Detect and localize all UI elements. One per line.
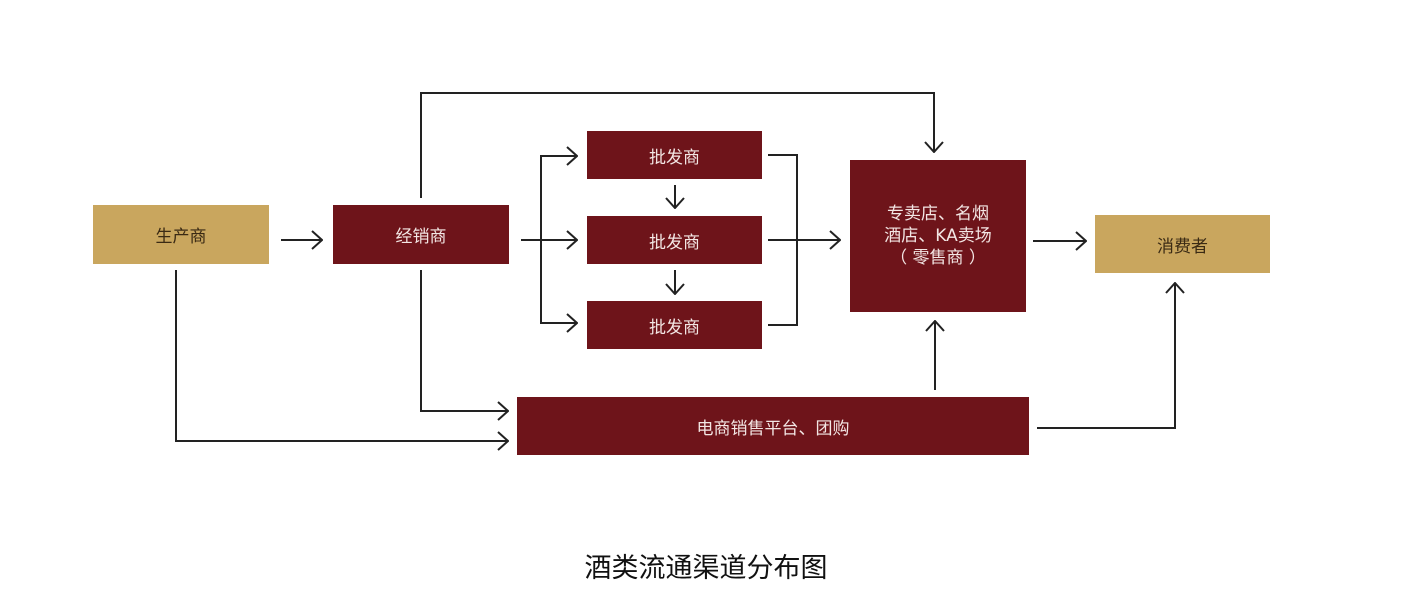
node-retailer: 专卖店、名烟 酒店、KA卖场 （ 零售商 ） [850,160,1026,312]
node-retailer-line-1: 专卖店、名烟 [886,204,989,224]
node-wholesaler-3-label: 批发商 [649,317,700,338]
node-retailer-text: 专卖店、名烟 酒店、KA卖场 （ 零售商 ） [884,203,991,269]
node-wholesaler-1: 批发商 [587,131,762,179]
diagram-caption: 酒类流通渠道分布图 [584,553,828,584]
node-producer: 生产商 [93,205,269,264]
edge-distributor-retailer [420,92,934,198]
node-wholesaler-2-label: 批发商 [649,232,700,253]
edge-wholesaler-3-retailer [768,240,798,326]
edge-ecommerce-consumer [1037,283,1175,429]
node-wholesaler-1-label: 批发商 [649,147,700,168]
node-consumer: 消费者 [1095,215,1270,273]
node-retailer-line-2: 酒店、KA卖场 [884,226,992,246]
edge-distributor-ecommerce [420,270,508,411]
node-producer-label: 生产商 [155,227,207,247]
edge-distributor-wholesaler-1 [540,156,577,240]
edge-producer-ecommerce [175,270,508,441]
node-ecommerce-label: 电商销售平台、团购 [696,418,850,439]
node-retailer-line-3: （ 零售商 ） [890,248,986,268]
edge-distributor-wholesaler-3 [540,240,577,323]
node-wholesaler-2: 批发商 [587,216,762,264]
node-consumer-label: 消费者 [1157,236,1208,257]
edge-wholesaler-1-retailer [768,154,798,240]
node-wholesaler-3: 批发商 [587,301,762,349]
node-ecommerce: 电商销售平台、团购 [517,397,1029,455]
node-distributor: 经销商 [333,205,509,264]
node-distributor-label: 经销商 [395,227,447,247]
